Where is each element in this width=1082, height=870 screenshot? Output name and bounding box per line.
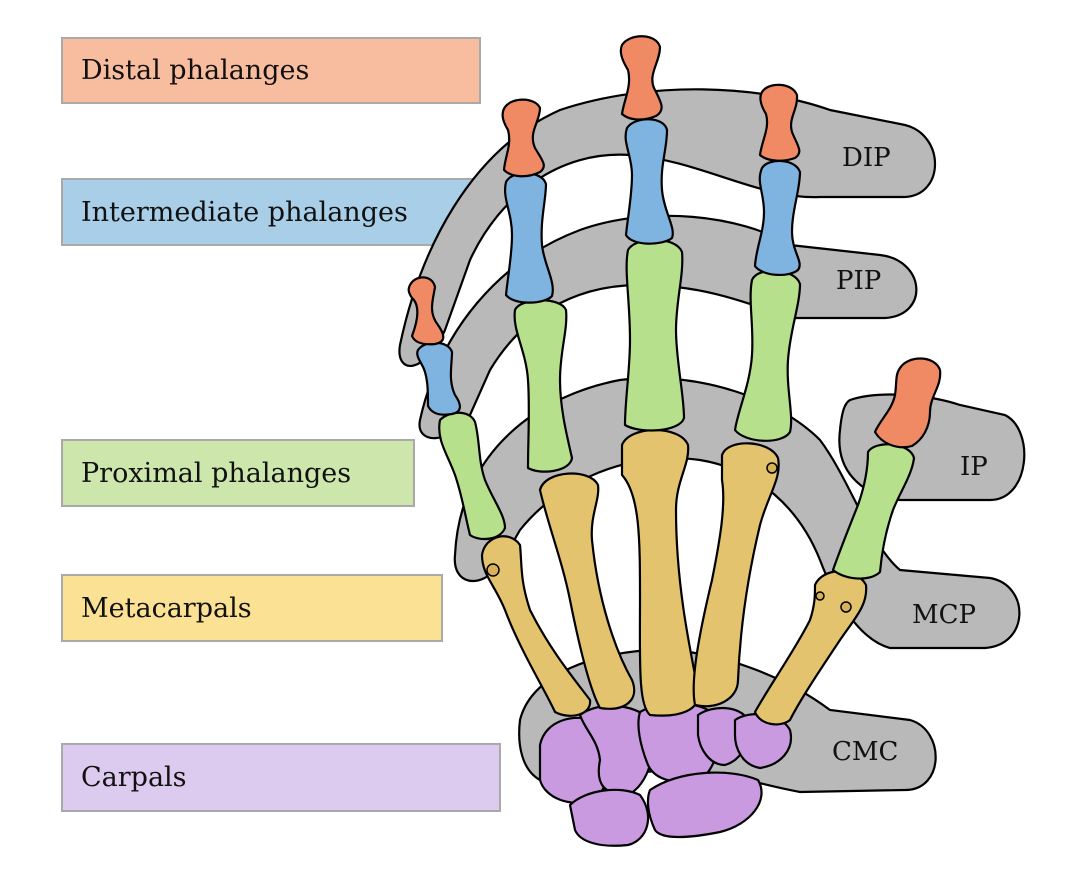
proximal-phalanx-bone [623,238,686,432]
legend-label: Metacarpals [81,592,252,624]
legend-proximal-phalanges: Proximal phalanges [61,439,415,507]
metacarpal-bone [692,442,780,708]
proximal-phalanx-bone [438,411,507,541]
metacarpal-bone [538,472,636,710]
intermediate-phalanx-bone [753,159,802,276]
bone-foramen [815,591,825,601]
distal-phalanx-bone [501,98,545,178]
bone-foramen [486,563,500,577]
proximal-phalanx-bone [733,269,802,442]
metacarpal-bones [480,428,868,726]
joint-label-pip: PIP [836,266,881,296]
joint-label-cmc: CMC [832,737,898,767]
joint-label-mcp: MCP [912,600,976,630]
legend-label: Carpals [81,762,187,793]
legend-label: Distal phalanges [81,55,310,86]
distal-phalanx-bone [407,276,445,346]
carpal-bone [568,788,650,847]
legend-carpals: Carpals [61,743,501,812]
intermediate-phalanx-bones [416,118,802,416]
bone-foramen [766,462,778,474]
legend-metacarpals: Metacarpals [61,574,443,642]
carpal-bones [538,702,793,847]
joint-labels: DIP PIP IP MCP CMC [832,143,988,767]
metacarpal-bone [753,570,868,726]
distal-phalanx-bone [873,357,942,449]
intermediate-phalanx-bone [624,118,674,245]
joint-label-ip: IP [960,452,988,482]
proximal-phalanx-bone [831,443,916,580]
legend-distal-phalanges: Distal phalanges [61,37,481,104]
bone-foramen [840,601,852,613]
proximal-phalanx-bone [513,299,574,473]
legend-label: Intermediate phalanges [81,196,408,228]
distal-phalanx-bones [407,35,942,449]
legend-intermediate-phalanges: Intermediate phalanges [61,178,476,246]
proximal-phalanx-bones [438,238,916,580]
joint-label-dip: DIP [842,143,891,173]
metacarpal-bone [480,535,592,717]
distal-phalanx-bone [758,83,801,162]
intermediate-phalanx-bone [416,341,461,416]
distal-phalanx-bone [619,35,663,121]
intermediate-phalanx-bone [504,172,554,304]
legend-label: Proximal phalanges [81,457,352,489]
carpal-bone [646,771,763,839]
